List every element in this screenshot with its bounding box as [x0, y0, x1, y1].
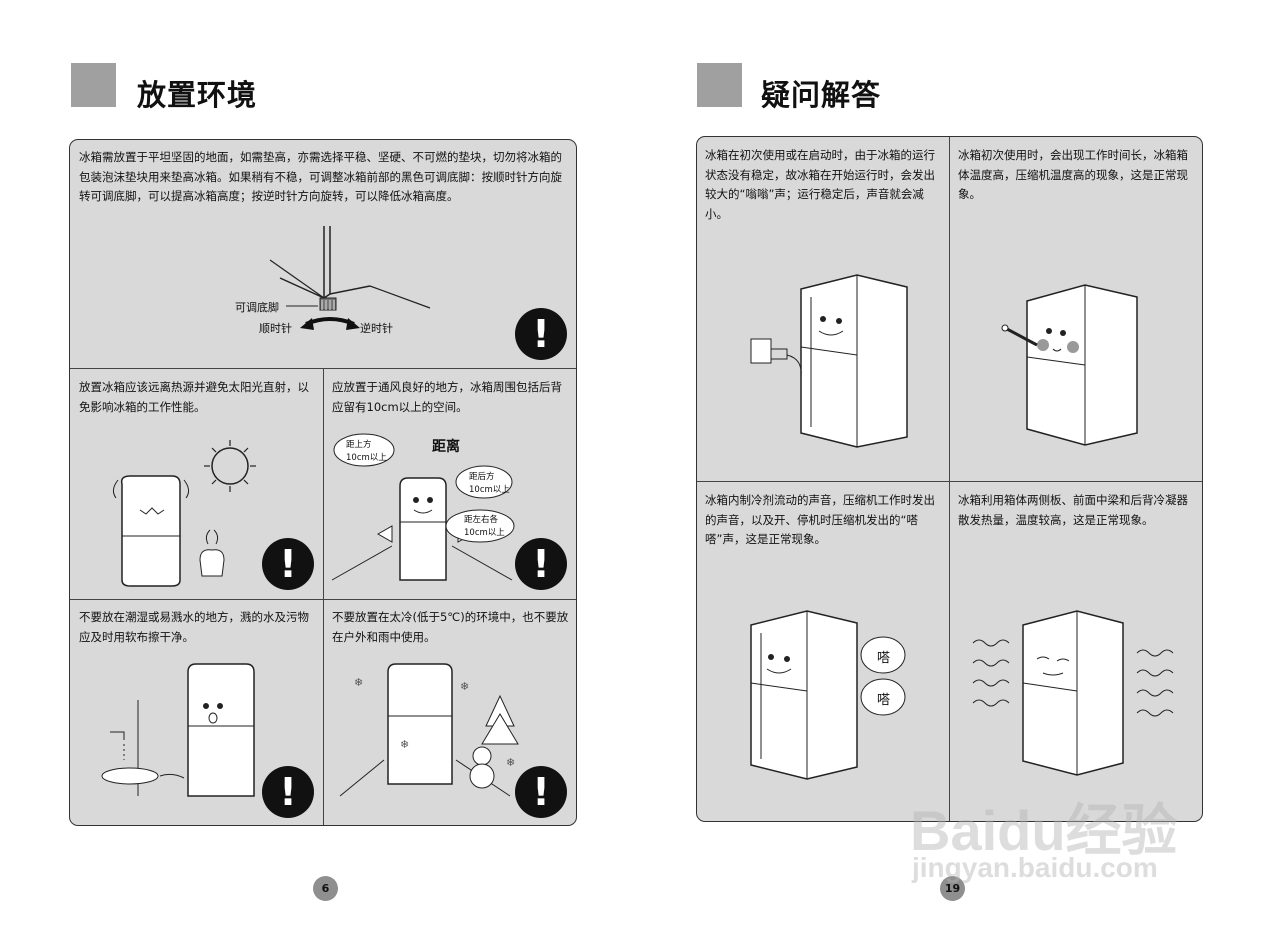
sound-label-1: 嗒 [877, 651, 891, 666]
warning-icon: ! [515, 308, 567, 360]
warning-icon: ! [262, 766, 314, 818]
bubble-top-line1: 距上方 [346, 440, 372, 450]
qa-cell-3-text: 冰箱内制冷剂流动的声音，压缩机工作时发出的声音，以及开、停机时压缩机发出的“嗒嗒… [705, 493, 935, 546]
bubble-back-line2: 10cm以上 [469, 485, 510, 495]
warning-icon: ! [262, 538, 314, 590]
divider [949, 137, 951, 821]
label-adjustable-foot: 可调底脚 [235, 301, 279, 314]
watermark-url: jingyan.baidu.com [912, 852, 1158, 883]
fridge-plug-illustration [750, 274, 908, 448]
fridge-thermometer-illustration [1001, 284, 1138, 446]
ventilation-illustration [331, 433, 515, 581]
page-title-right: 疑问解答 [761, 78, 882, 112]
fridge-heat-illustration [972, 610, 1174, 776]
warning-icon: ! [515, 538, 567, 590]
sound-label-2: 嗒 [877, 693, 891, 708]
qa-cell-4-text: 冰箱利用箱体两侧板、前面中梁和后背冷凝器散发热量，温度较高，这是正常现象。 [958, 493, 1188, 527]
section-marker-right [697, 63, 742, 107]
warning-icon: ! [515, 766, 567, 818]
fridge-sound-illustration [750, 610, 906, 780]
mid-right-text: 应放置于通风良好的地方，冰箱周围包括后背应留有10cm以上的空间。 [332, 380, 562, 414]
moisture-illustration [101, 663, 255, 797]
svg-text:❄: ❄ [354, 676, 363, 689]
label-counterclockwise: 逆时针 [360, 322, 393, 335]
divider [323, 368, 325, 825]
section-marker-left [71, 63, 116, 107]
bottom-left-text: 不要放在潮湿或易溅水的地方，溅的水及污物应及时用软布擦干净。 [79, 610, 309, 644]
distance-label: 距离 [432, 439, 460, 455]
cold-environment-illustration: ❄ ❄ ❄ ❄ [339, 663, 519, 797]
top-cell-text: 冰箱需放置于平坦坚固的地面，如需垫高，亦需选择平稳、坚硬、不可燃的垫块，切勿将冰… [79, 150, 562, 203]
bubble-side-line2: 10cm以上 [464, 528, 505, 538]
qa-cell-1-text: 冰箱在初次使用或在启动时，由于冰箱的运行状态没有稳定，故冰箱在开始运行时，会发出… [705, 148, 935, 221]
svg-text:❄: ❄ [400, 738, 409, 751]
page-title-left: 放置环境 [137, 78, 258, 112]
adjustable-foot-illustration [269, 226, 431, 330]
heat-source-illustration [112, 440, 256, 587]
right-panel: 冰箱在初次使用或在启动时，由于冰箱的运行状态没有稳定，故冰箱在开始运行时，会发出… [696, 136, 1203, 822]
svg-text:❄: ❄ [460, 680, 469, 693]
bubble-top-line2: 10cm以上 [346, 453, 387, 463]
bubble-side-line1: 距左右各 [464, 515, 499, 525]
left-panel: 冰箱需放置于平坦坚固的地面，如需垫高，亦需选择平稳、坚硬、不可燃的垫块，切勿将冰… [69, 139, 577, 826]
label-clockwise: 顺时针 [259, 322, 292, 335]
page-number-left: 6 [313, 876, 338, 901]
watermark-brand: Baidu经验 [910, 799, 1178, 862]
divider [697, 481, 1202, 483]
page-number-right: 19 [940, 876, 965, 901]
qa-cell-2-text: 冰箱初次使用时，会出现工作时间长，冰箱箱体温度高，压缩机温度高的现象，这是正常现… [958, 148, 1188, 201]
bubble-back-line1: 距后方 [469, 472, 495, 482]
mid-left-text: 放置冰箱应该远离热源并避免太阳光直射，以免影响冰箱的工作性能。 [79, 380, 309, 414]
bottom-right-text: 不要放置在太冷(低于5℃)的环境中，也不要放在户外和雨中使用。 [332, 610, 569, 644]
svg-text:❄: ❄ [506, 756, 515, 769]
